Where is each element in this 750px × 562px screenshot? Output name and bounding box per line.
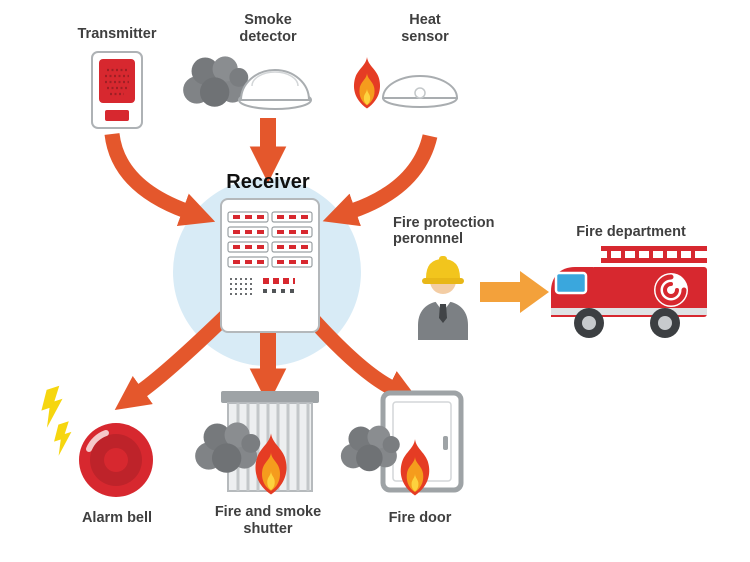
- receiver-panel-icon: [220, 198, 320, 333]
- label-smoke-detector: Smoke detector: [239, 12, 297, 45]
- smoke-detector-icon: [238, 69, 312, 110]
- indicator-strip: [227, 226, 269, 238]
- truck-window: [554, 271, 588, 295]
- label-transmitter: Transmitter: [77, 26, 157, 42]
- indicator-strip: [227, 211, 269, 223]
- lightning-icon: [35, 385, 71, 428]
- arrow-transmitter-to-receiver: [104, 132, 216, 226]
- arrow-receiver-to-fire-door: [302, 308, 420, 402]
- indicator-strip: [227, 241, 269, 253]
- indicator-strip: [227, 256, 269, 268]
- door-handle: [443, 436, 448, 450]
- label-fire-smoke-shutter: Fire and smoke shutter: [214, 504, 322, 537]
- label-heat-sensor: Heat sensor: [401, 12, 449, 45]
- lightning-icon: [49, 421, 78, 456]
- label-fire-department: Fire department: [576, 224, 686, 240]
- indicator-strip: [271, 241, 313, 253]
- label-fire-protection-personnel: Fire protection peronnnel: [393, 215, 495, 247]
- ladder-icon: [607, 246, 695, 263]
- alarm-bell-icon: [79, 423, 153, 497]
- heat-sensor-icon: [381, 75, 459, 108]
- speaker-grille-icon: [230, 278, 252, 295]
- indicator-strip: [271, 226, 313, 238]
- arrow-personnel-to-fire-department: [480, 271, 549, 313]
- label-alarm-bell: Alarm bell: [81, 510, 153, 526]
- arrow-heat-sensor-to-receiver: [322, 134, 438, 227]
- fire-protection-personnel-icon: [418, 256, 468, 340]
- fire-truck-icon: [551, 246, 707, 338]
- arrow-receiver-to-alarm-bell: [114, 308, 234, 411]
- indicator-strip: [271, 211, 313, 223]
- hard-hat-icon: [422, 256, 464, 284]
- label-fire-door: Fire door: [388, 510, 452, 526]
- flame-icon: [353, 57, 381, 109]
- tie: [439, 304, 447, 323]
- label-receiver: Receiver: [226, 171, 310, 193]
- indicator-strip: [271, 256, 313, 268]
- truck-emblem-swirl: [655, 274, 687, 306]
- transmitter-icon: [91, 51, 143, 129]
